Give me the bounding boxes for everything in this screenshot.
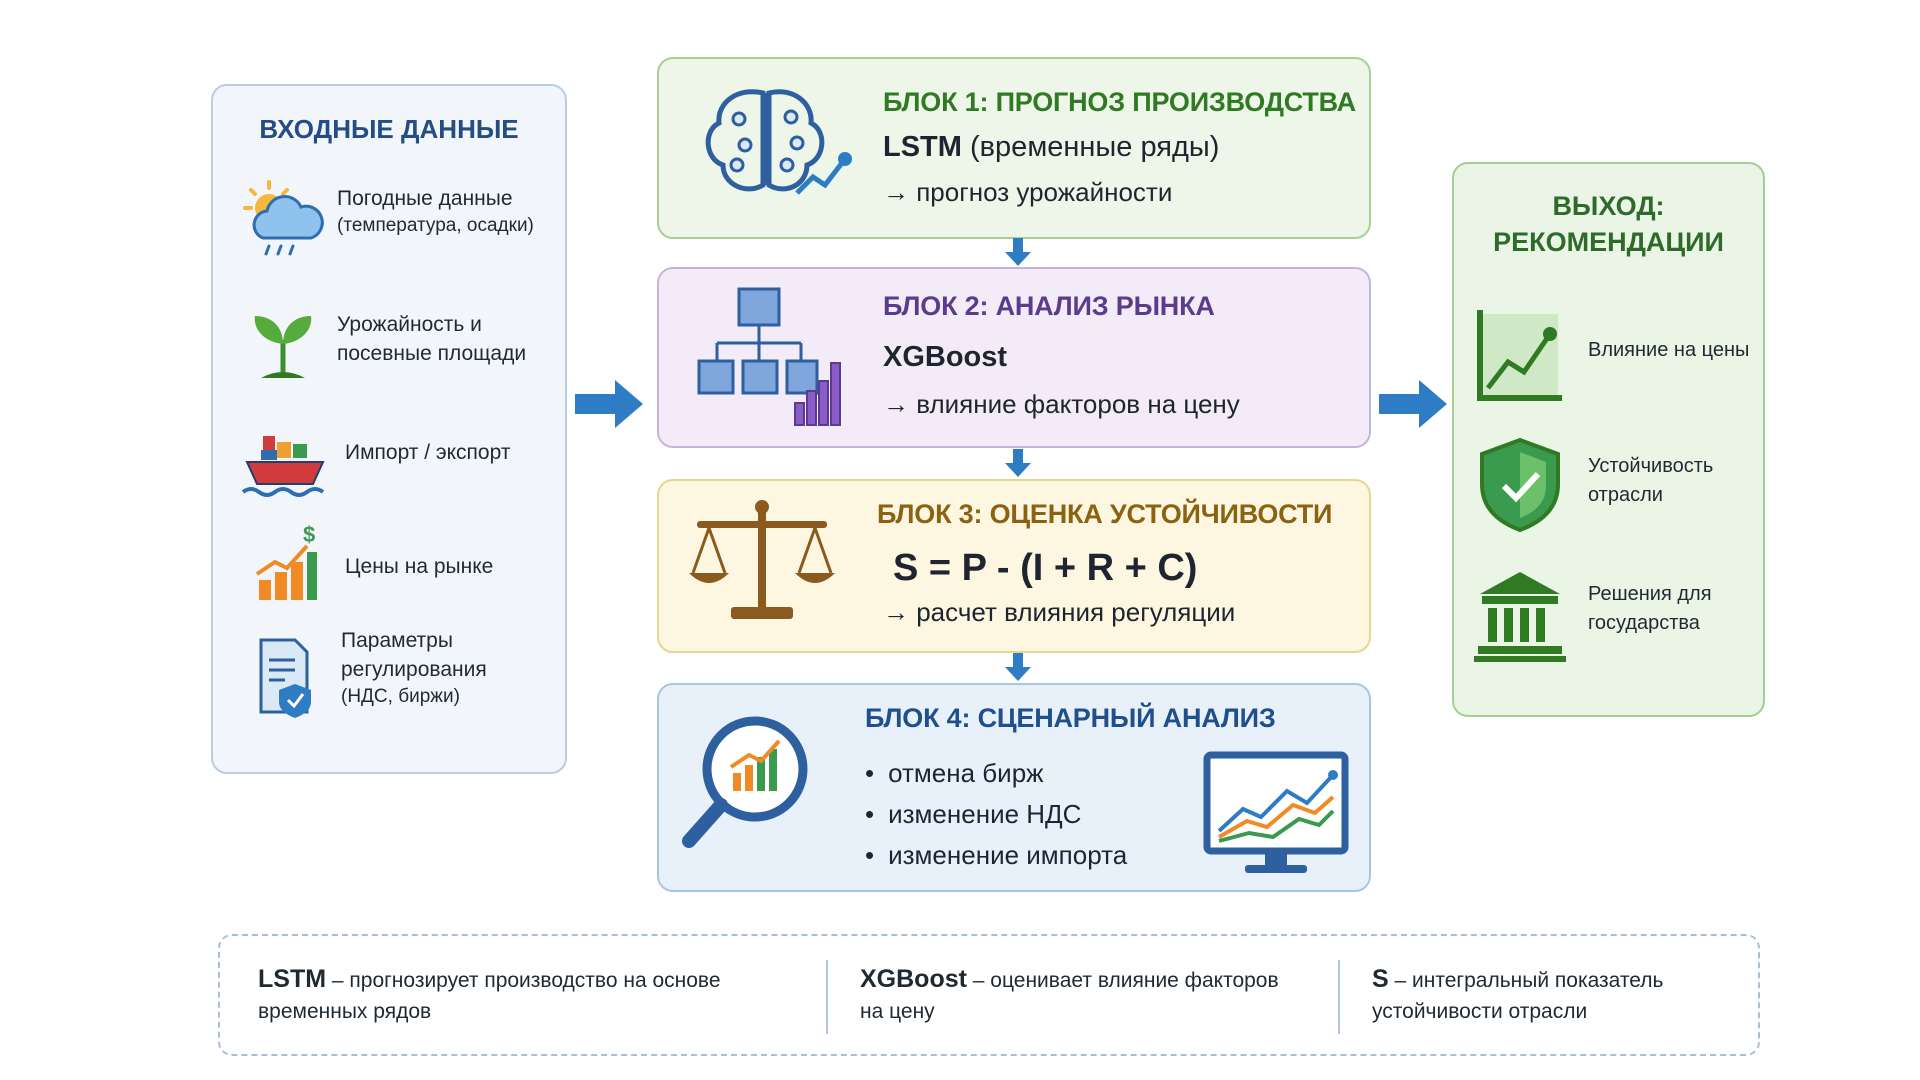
scales-icon xyxy=(689,500,835,619)
input-item-weather: Погодные данные (температура, осадки) xyxy=(233,172,563,272)
arrow-right-icon xyxy=(1379,380,1447,428)
legend-term: S xyxy=(1372,965,1389,993)
block-title: БЛОК 1: ПРОГНОЗ ПРОИЗВОДСТВА xyxy=(883,87,1356,117)
input-item-label: Импорт / экспорт xyxy=(345,441,511,464)
block-output: → прогноз урожайности xyxy=(883,177,1173,207)
block-output: → расчет влияния регуляции xyxy=(883,597,1236,627)
block-title: БЛОК 3: ОЦЕНКА УСТОЙЧИВОСТИ xyxy=(877,499,1333,529)
magnifier-chart-icon xyxy=(682,716,808,848)
regulation-document-icon xyxy=(259,638,311,718)
block-method: LSTM (временные ряды) xyxy=(883,131,1219,164)
input-panel-title: ВХОДНЫЕ ДАННЫЕ xyxy=(259,114,519,144)
block-production-forecast: БЛОК 1: ПРОГНОЗ ПРОИЗВОДСТВА LSTM (време… xyxy=(657,57,1371,239)
block-method-name: XGBoost xyxy=(883,341,1008,373)
arrow-down-icon xyxy=(1005,238,1031,266)
block-method-desc: (временные ряды) xyxy=(961,131,1220,163)
input-data-panel: ВХОДНЫЕ ДАННЫЕ Погодные данные (температ… xyxy=(211,84,567,774)
sprout-icon xyxy=(254,316,312,378)
block-sustainability-assessment: БЛОК 3: ОЦЕНКА УСТОЙЧИВОСТИ S = P - (I +… xyxy=(657,479,1371,653)
legend-text-2: временных рядов xyxy=(258,1000,432,1023)
legend-text: – оценивает влияние факторов xyxy=(966,969,1279,992)
legend-term: LSTM xyxy=(258,965,327,993)
input-item-label-2: регулирования xyxy=(341,658,487,681)
legend-divider xyxy=(826,960,828,1034)
legend-item-s: S – интегральный показатель устойчивости… xyxy=(1372,964,1663,1027)
legend-text-2: устойчивости отрасли xyxy=(1372,1000,1588,1023)
input-item-trade: Импорт / экспорт xyxy=(233,412,563,512)
legend-item-lstm: LSTM – прогнозирует производство на осно… xyxy=(258,964,721,1027)
output-item-label: Решения для xyxy=(1588,583,1712,605)
price-chart-icon: $ xyxy=(255,522,317,600)
output-title-line-1: ВЫХОД: xyxy=(1552,191,1665,221)
legend-text: – прогнозирует производство на основе xyxy=(326,969,721,992)
output-item-label: Устойчивость xyxy=(1588,455,1714,477)
scenario-list: отмена бирж изменение НДС изменение импо… xyxy=(865,753,1127,876)
monitor-chart-icon xyxy=(1203,751,1349,873)
block-formula: S = P - (I + R + C) xyxy=(893,547,1198,589)
input-item-label: Погодные данные xyxy=(337,187,513,210)
output-item-sustainability: Устойчивость отрасли xyxy=(1472,434,1762,534)
block-scenario-analysis: БЛОК 4: СЦЕНАРНЫЙ АНАЛИЗ отмена бирж изм… xyxy=(657,683,1371,892)
block-market-analysis: БЛОК 2: АНАЛИЗ РЫНКА XGBoost → влияние ф… xyxy=(657,267,1371,448)
arrow-down-icon xyxy=(1005,449,1031,477)
input-item-label-2: посевные площади xyxy=(337,342,527,365)
growth-chart-icon xyxy=(1477,310,1562,401)
brain-network-icon xyxy=(705,89,852,195)
input-item-regulation: Параметры регулирования (НДС, биржи) xyxy=(233,626,563,726)
output-item-prices: Влияние на цены xyxy=(1472,304,1762,404)
cargo-ship-icon xyxy=(241,436,325,497)
input-item-label: Параметры xyxy=(341,629,453,652)
arrow-down-icon xyxy=(1005,653,1031,681)
list-item: изменение импорта xyxy=(865,835,1127,876)
output-recommendations-panel: ВЫХОД: РЕКОМЕНДАЦИИ Влияние на цены Усто… xyxy=(1452,162,1765,717)
input-item-label: Урожайность и xyxy=(337,313,482,336)
output-item-label: Влияние на цены xyxy=(1588,339,1750,361)
list-item: изменение НДС xyxy=(865,794,1127,835)
legend-divider xyxy=(1338,960,1340,1034)
output-title-line-2: РЕКОМЕНДАЦИИ xyxy=(1493,227,1724,257)
input-item-prices: $ Цены на рынке xyxy=(233,518,563,618)
block-title: БЛОК 2: АНАЛИЗ РЫНКА xyxy=(883,291,1215,321)
legend-item-xgboost: XGBoost – оценивает влияние факторов на … xyxy=(860,964,1279,1027)
list-item: отмена бирж xyxy=(865,753,1127,794)
government-building-icon xyxy=(1474,572,1566,662)
legend-term: XGBoost xyxy=(860,965,967,993)
block-title: БЛОК 4: СЦЕНАРНЫЙ АНАЛИЗ xyxy=(865,703,1276,733)
input-item-yield: Урожайность и посевные площади xyxy=(233,296,563,396)
input-item-sub: (НДС, биржи) xyxy=(341,686,460,707)
tree-chart-icon xyxy=(697,287,841,426)
weather-icon xyxy=(243,180,324,256)
arrow-right-icon xyxy=(575,380,643,428)
legend-panel: LSTM – прогнозирует производство на осно… xyxy=(218,934,1760,1056)
output-item-label-2: отрасли xyxy=(1588,484,1663,506)
svg-text:$: $ xyxy=(303,522,315,547)
output-panel-title: ВЫХОД: РЕКОМЕНДАЦИИ xyxy=(1454,188,1763,260)
input-item-label: Цены на рынке xyxy=(345,555,494,578)
legend-text: – интегральный показатель xyxy=(1388,969,1664,992)
input-item-sub: (температура, осадки) xyxy=(337,215,534,236)
block-output: → влияние факторов на цену xyxy=(883,389,1240,419)
block-method-name: LSTM xyxy=(883,131,962,163)
shield-icon xyxy=(1480,437,1560,533)
output-item-label-2: государства xyxy=(1588,612,1700,634)
output-item-government: Решения для государства xyxy=(1472,564,1762,664)
legend-text-2: на цену xyxy=(860,1000,935,1023)
